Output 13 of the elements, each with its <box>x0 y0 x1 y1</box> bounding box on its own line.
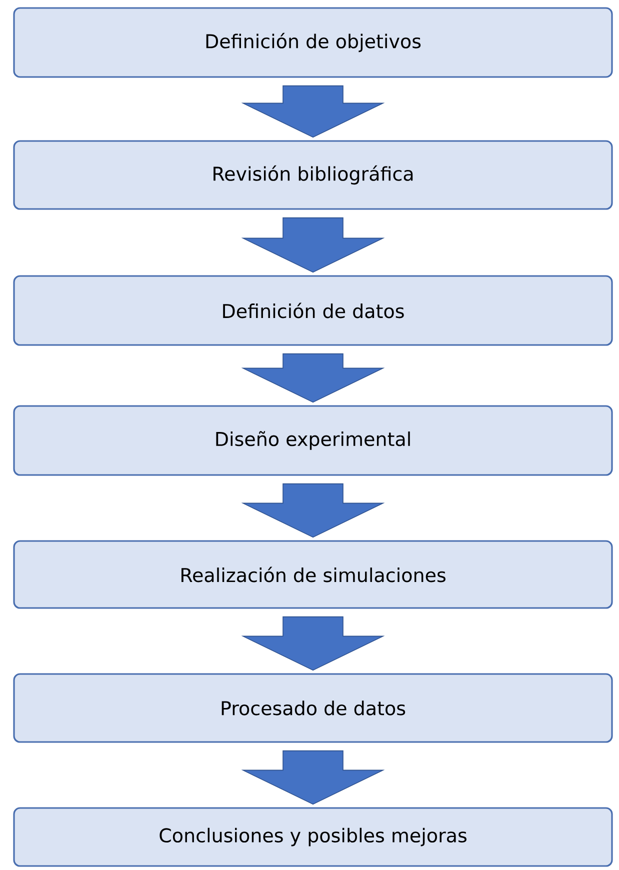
process-box: Definición de objetivos <box>13 7 613 78</box>
process-box: Diseño experimental <box>13 405 613 476</box>
process-box: Revisión bibliográfica <box>13 140 613 210</box>
block-arrow <box>241 483 385 538</box>
block-arrow <box>241 616 385 671</box>
process-box: Conclusiones y posibles mejoras <box>13 807 613 867</box>
block-arrow <box>241 85 385 138</box>
process-box: Procesado de datos <box>13 673 613 743</box>
block-arrow <box>241 353 385 403</box>
block-arrow <box>241 217 385 273</box>
process-box: Realización de simulaciones <box>13 540 613 609</box>
block-arrow <box>241 750 385 805</box>
process-box: Definición de datos <box>13 275 613 346</box>
